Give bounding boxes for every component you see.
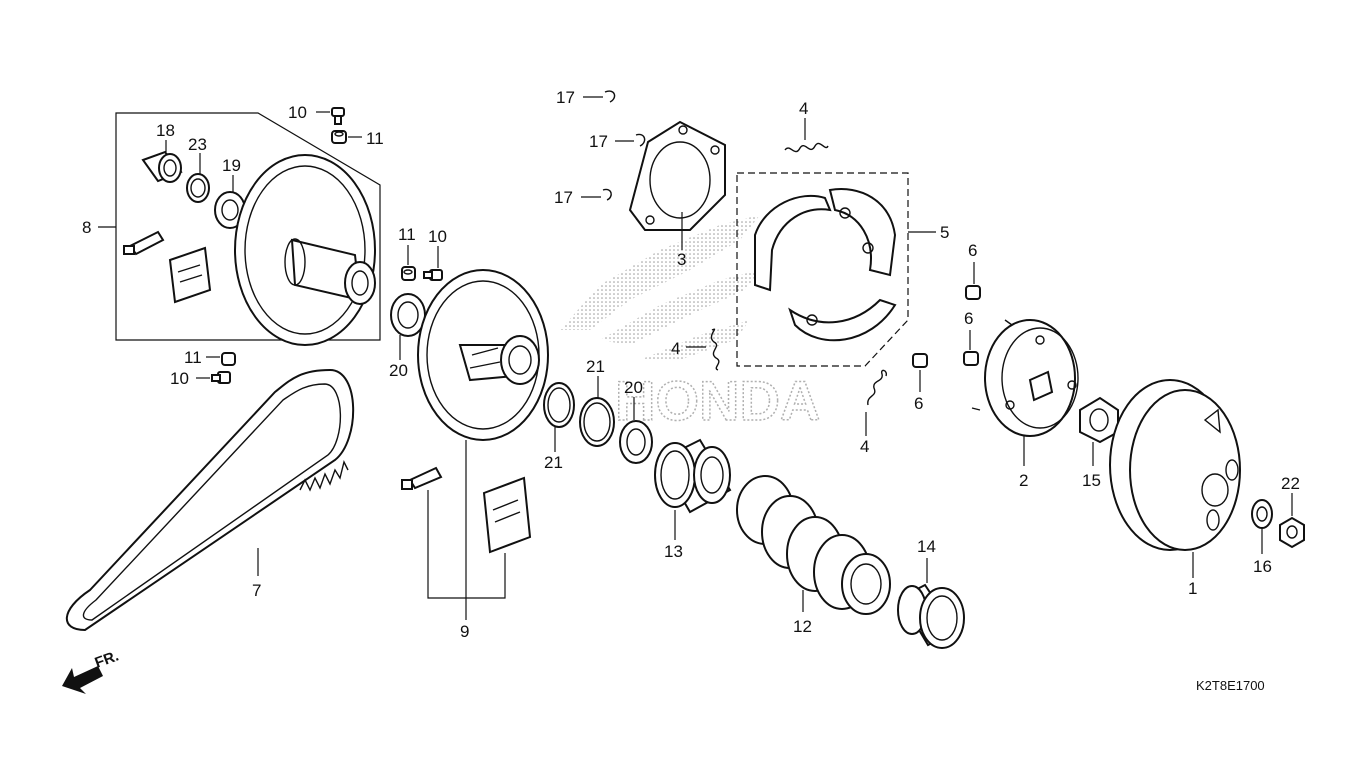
callout-6-c: 6 [914,394,923,413]
part-6-roller-b [963,330,979,366]
callout-1: 1 [1188,579,1197,598]
grease-packet-icon [168,246,212,304]
callout-21-a: 21 [544,453,563,472]
callout-17-b: 17 [589,132,608,151]
callout-7: 7 [252,581,261,600]
honda-watermark: HONDA [560,215,821,433]
part-3-clutch-plate [628,120,726,250]
part-10-bolt-top [316,107,345,125]
part-5-clutch-shoes [754,188,897,342]
callout-14: 14 [917,537,936,556]
clutch-shoe-group-box [736,172,909,367]
callout-18: 18 [156,121,175,140]
part-4-spring-low [865,369,888,436]
callout-15: 15 [1082,471,1101,490]
part-6-roller-c [912,353,928,392]
part-17-clip-c [581,188,612,201]
grease-tube-icon [123,230,165,256]
callout-2: 2 [1019,471,1028,490]
part-23-circlip [186,153,210,203]
callout-17-c: 17 [554,188,573,207]
grease-packet-icon-9 [482,476,532,554]
watermark-text: HONDA [615,369,820,432]
callout-9: 9 [460,622,469,641]
part-18-needle-bearing [141,140,183,183]
callout-20-right: 20 [624,378,643,397]
part-20-oil-seal-left [390,293,426,360]
callout-3: 3 [677,250,686,269]
callout-23: 23 [188,135,207,154]
callout-5: 5 [940,223,949,242]
callout-labels: 1 2 3 4 4 4 5 6 6 6 7 8 9 10 10 10 11 11… [82,88,1300,641]
part-4-spring-mid [686,328,720,371]
part-8-drive-face [234,154,376,346]
callout-10-top: 10 [288,103,307,122]
callout-4-low: 4 [860,437,869,456]
part-2-drive-plate [971,319,1079,466]
callout-6-b: 6 [964,309,973,328]
part-1-clutch-outer [1109,379,1241,578]
part-11-collar-mid [401,245,416,281]
callout-21-b: 21 [586,357,605,376]
callout-22: 22 [1281,474,1300,493]
callout-8: 8 [82,218,91,237]
part-22-nut [1279,493,1305,549]
part-13-spring-seat [654,438,732,540]
part-12-driven-spring [736,475,891,615]
part-14-collar [897,558,965,649]
part-21-o-ring-b [579,376,615,447]
drive-face-group-box [115,112,381,341]
part-21-o-ring-a [543,382,575,452]
part-4-spring-top [784,118,829,153]
part-9-driven-face [417,269,549,620]
part-7-drive-belt [65,368,355,632]
callout-11-top: 11 [366,129,384,148]
front-marker-text: FR. [93,648,122,672]
grease-tube-icon-9 [401,466,443,490]
part-16-washer [1251,499,1273,554]
part-6-roller-a [965,262,981,300]
callout-4-mid: 4 [671,339,680,358]
callout-10-low: 10 [170,369,189,388]
callout-20-left: 20 [389,361,408,380]
part-20-oil-seal-right [619,397,653,464]
callout-4-top: 4 [799,99,808,118]
callout-10-mid: 10 [428,227,447,246]
front-direction-arrow: FR. [62,648,121,694]
part-10-bolt-mid [423,246,443,281]
callout-16: 16 [1253,557,1272,576]
callout-13: 13 [664,542,683,561]
callout-11-mid: 11 [398,225,416,244]
part-17-clip-b [615,133,646,147]
part-11-collar-top [331,130,362,144]
part-10-bolt-low [196,371,231,384]
part-11-collar-low [206,352,236,366]
diagram-code: K2T8E1700 [1196,678,1265,693]
callout-17-a: 17 [556,88,575,107]
callout-6-a: 6 [968,241,977,260]
part-17-clip-a [583,90,616,103]
callout-12: 12 [793,617,812,636]
callout-19: 19 [222,156,241,175]
callout-11-low: 11 [184,348,202,367]
